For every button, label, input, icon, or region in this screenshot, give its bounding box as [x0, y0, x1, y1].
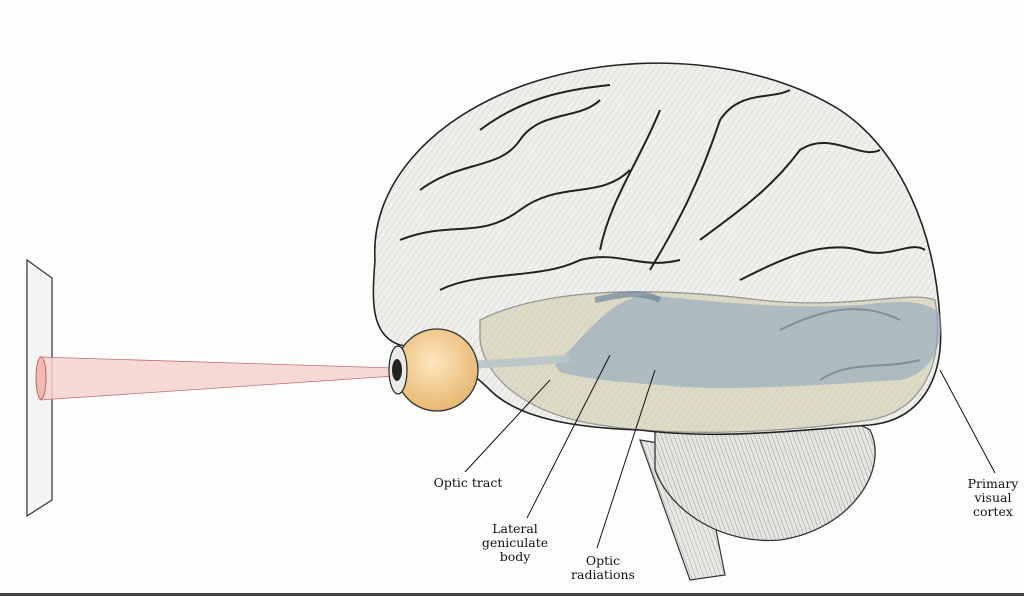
optic-radiations-band — [555, 295, 941, 388]
label-text: Primary — [967, 476, 1019, 491]
eye — [388, 328, 479, 412]
label-text: Lateral — [492, 521, 538, 536]
leader-lines — [464, 354, 996, 549]
label-lateral-geniculate-body: Lateral geniculate body — [480, 522, 550, 564]
label-text: body — [499, 549, 531, 564]
cerebrum — [372, 62, 942, 436]
label-optic-tract: Optic tract — [428, 476, 508, 490]
label-text: geniculate — [481, 535, 549, 550]
optic-nerve — [469, 354, 571, 369]
label-optic-radiations: Optic radiations — [568, 554, 638, 582]
label-text: cortex — [973, 504, 1013, 519]
bottom-border — [0, 593, 1024, 596]
label-text: visual — [974, 490, 1012, 505]
cerebellum — [654, 410, 876, 542]
label-text: Optic tract — [433, 475, 503, 490]
light-cone — [39, 356, 396, 401]
label-text: Optic — [585, 553, 621, 568]
label-text: radiations — [571, 567, 635, 582]
label-primary-visual-cortex: Primary visual cortex — [962, 477, 1024, 519]
